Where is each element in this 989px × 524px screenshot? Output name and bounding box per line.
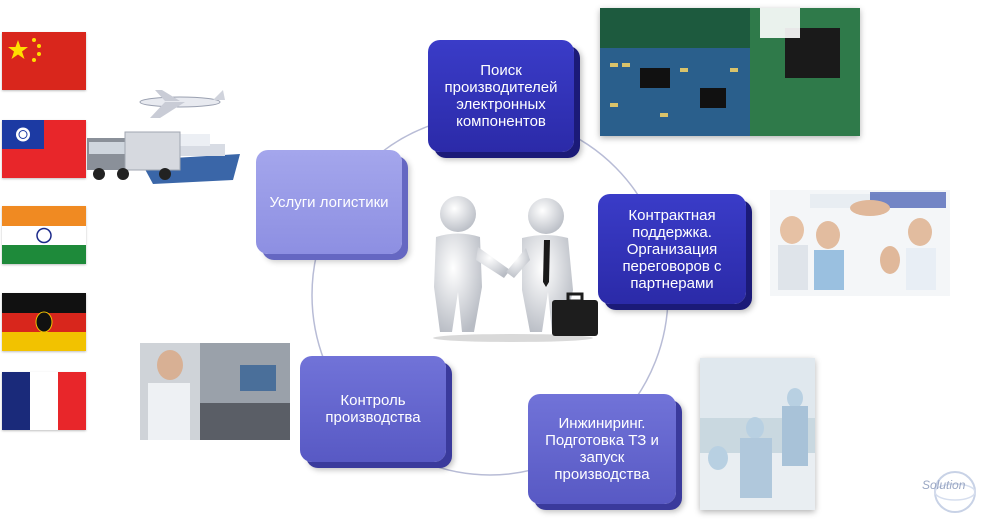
- india-flag-icon: [2, 206, 86, 264]
- logistics-services-box: Услуги логистики: [256, 150, 402, 254]
- component-search-box: Поиск производителей электронных компоне…: [428, 40, 574, 152]
- component-search-label: Поиск производителей электронных компоне…: [444, 62, 558, 130]
- engineering-label: Инжиниринг. Подготовка ТЗ и запуск произ…: [545, 415, 659, 483]
- production-control-label: Контроль производства: [325, 392, 421, 426]
- logistics-services-label: Услуги логистики: [269, 193, 389, 211]
- technician-image: [140, 343, 290, 440]
- contract-support-label: Контрактная поддержка. Организация перег…: [622, 206, 722, 292]
- pcb-image: [600, 8, 860, 136]
- contract-support-box: Контрактная поддержка. Организация перег…: [598, 194, 746, 304]
- cleanroom-lab-image: [700, 358, 815, 510]
- transport-image: [85, 88, 245, 190]
- engineering-box: Инжиниринг. Подготовка ТЗ и запуск произ…: [528, 394, 676, 504]
- production-control-box: Контроль производства: [300, 356, 446, 462]
- logo-text: Solution: [922, 478, 966, 492]
- taiwan-flag-icon: [2, 120, 86, 178]
- china-flag-icon: [2, 32, 86, 90]
- germany-flag-icon: [2, 293, 86, 351]
- logo-globe-icon: [934, 471, 976, 513]
- handshake-figures-image: [418, 192, 608, 342]
- handshake-people-image: [770, 190, 950, 296]
- france-flag-icon: [2, 372, 86, 430]
